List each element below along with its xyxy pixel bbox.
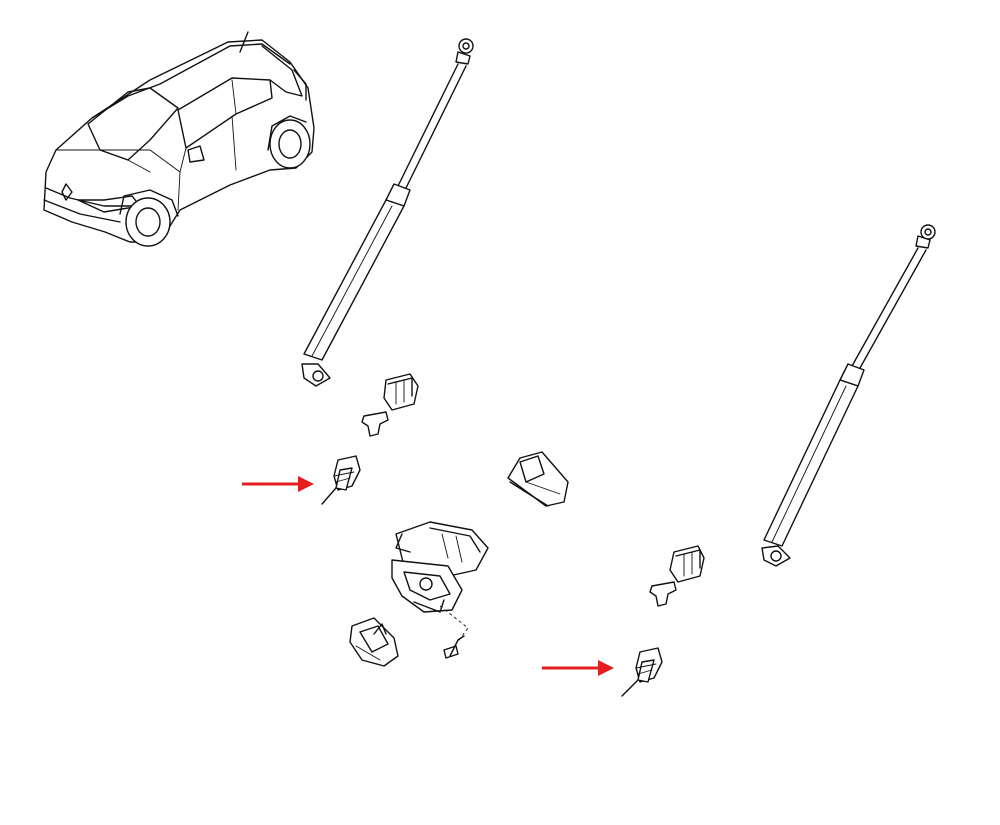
gas-strut-right-icon: [761, 224, 936, 567]
gas-strut-left-icon: [301, 38, 474, 387]
bump-stop-left-icon: [361, 373, 419, 437]
push-clip-left-icon: [321, 455, 361, 505]
bump-stop-right-icon: [649, 545, 705, 607]
screw-icon: [443, 635, 465, 659]
car-overview-icon: [43, 31, 315, 247]
push-clip-right-icon: [621, 647, 663, 697]
tailgate-lock-icon: [391, 521, 489, 645]
striker-icon: [349, 617, 399, 667]
switch-module-icon: [507, 451, 569, 507]
arrow-left-icon: [242, 476, 314, 492]
arrow-right-icon: [542, 660, 614, 676]
